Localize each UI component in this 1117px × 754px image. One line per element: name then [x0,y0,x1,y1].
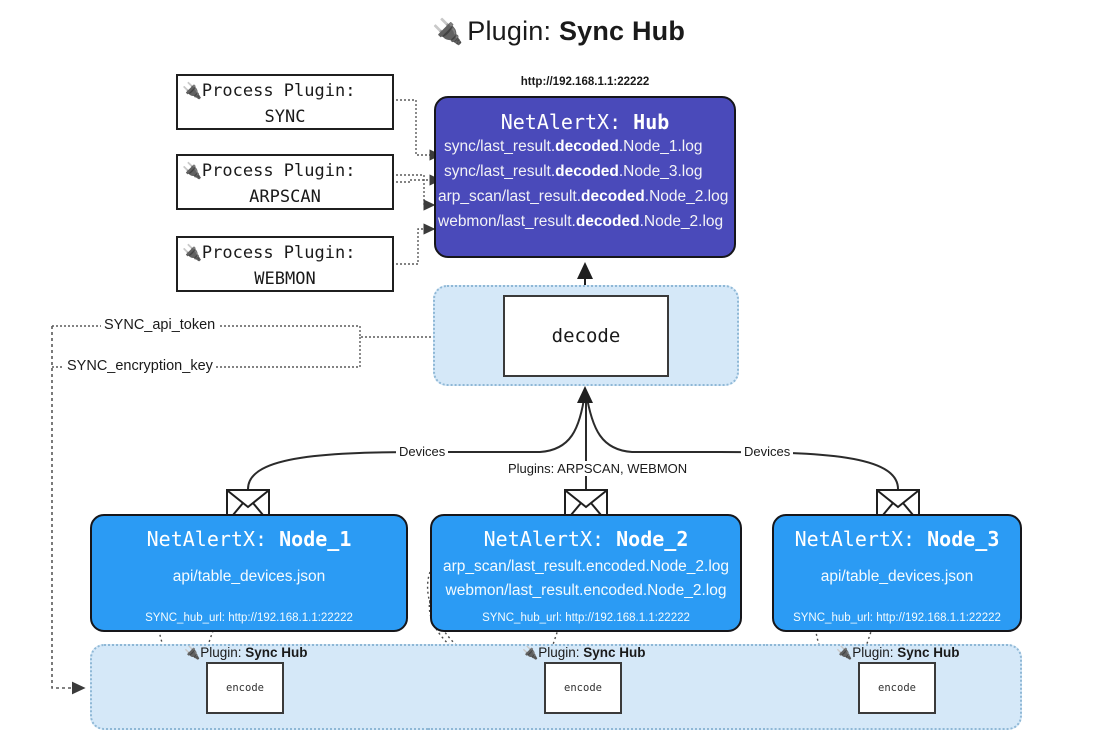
page-title: 🔌Plugin: Sync Hub [0,16,1117,47]
process-plugin-arpscan-box[interactable]: 🔌Process Plugin: ARPSCAN [176,154,394,210]
node-1-hub-url: SYNC_hub_url: http://192.168.1.1:22222 [145,612,353,624]
node-1-box[interactable]: NetAlertX: Node_1 api/table_devices.json… [90,514,408,632]
process-plugin-sync-name: SYNC [264,107,306,127]
node-1-line: api/table_devices.json [172,568,326,585]
hub-log-line: sync/last_result.decoded.Node_3.log [444,163,703,180]
plug-icon: 🔌 [522,645,539,660]
node-2-title: NetAlertX: Node_2 [483,527,689,551]
decode-box[interactable]: decode [503,295,669,377]
plug-icon: 🔌 [184,645,201,660]
process-plugin-arpscan-name: ARPSCAN [249,187,321,207]
process-plugin-sync-box[interactable]: 🔌Process Plugin: SYNC [176,74,394,130]
process-plugin-sync-line1: 🔌Process Plugin: [182,81,356,101]
hub-url-label: http://192.168.1.1:22222 [520,76,650,88]
devices-label-right: Devices [741,444,794,459]
plugins-label: Plugins: ARPSCAN, WEBMON [505,461,691,476]
hub-log-line: arp_scan/last_result.decoded.Node_2.log [438,188,729,205]
plug-icon: 🔌 [182,161,202,180]
process-plugin-webmon-box[interactable]: 🔌Process Plugin: WEBMON [176,236,394,292]
plugin-label-2: 🔌Plugin: Sync Hub [522,645,646,660]
hub-title: NetAlertX: Hub [500,110,670,134]
node-3-hub-url: SYNC_hub_url: http://192.168.1.1:22222 [793,612,1001,624]
node-2-hub-url: SYNC_hub_url: http://192.168.1.1:22222 [482,612,690,624]
plugin-label-3: 🔌Plugin: Sync Hub [836,645,960,660]
encode-box-1[interactable]: encode [206,662,284,714]
encode-box-2[interactable]: encode [544,662,622,714]
node-2-box[interactable]: NetAlertX: Node_2 arp_scan/last_result.e… [430,514,742,632]
plug-icon: 🔌 [182,81,202,100]
node-3-box[interactable]: NetAlertX: Node_3 api/table_devices.json… [772,514,1022,632]
decode-label: decode [551,325,621,347]
hub-log-line: webmon/last_result.decoded.Node_2.log [438,213,724,230]
devices-label-left: Devices [396,444,449,459]
encode-label: encode [226,682,264,694]
page-title-prefix: Plugin: [467,16,552,46]
plugin-label-1: 🔌Plugin: Sync Hub [184,645,308,660]
plug-icon: 🔌 [836,645,853,660]
node-2-line: arp_scan/last_result.encoded.Node_2.log [442,558,730,575]
process-plugin-arpscan-line1: 🔌Process Plugin: [182,161,356,181]
node-3-line: api/table_devices.json [820,568,974,585]
encode-box-3[interactable]: encode [858,662,936,714]
hub-box[interactable]: NetAlertX: Hub sync/last_result.decoded.… [434,96,736,258]
node-2-line: webmon/last_result.encoded.Node_2.log [445,582,727,599]
plug-icon: 🔌 [431,18,464,46]
plug-icon: 🔌 [182,243,202,262]
sync-api-token-label: SYNC_api_token [101,317,219,333]
page-title-name: Sync Hub [558,16,686,46]
process-plugin-webmon-name: WEBMON [254,269,316,289]
encode-label: encode [878,682,916,694]
node-3-title: NetAlertX: Node_3 [794,527,1000,551]
sync-encryption-key-label: SYNC_encryption_key [64,358,216,374]
node-1-title: NetAlertX: Node_1 [146,527,352,551]
hub-log-line: sync/last_result.decoded.Node_1.log [444,138,703,155]
process-plugin-webmon-line1: 🔌Process Plugin: [182,243,356,263]
encode-label: encode [564,682,602,694]
